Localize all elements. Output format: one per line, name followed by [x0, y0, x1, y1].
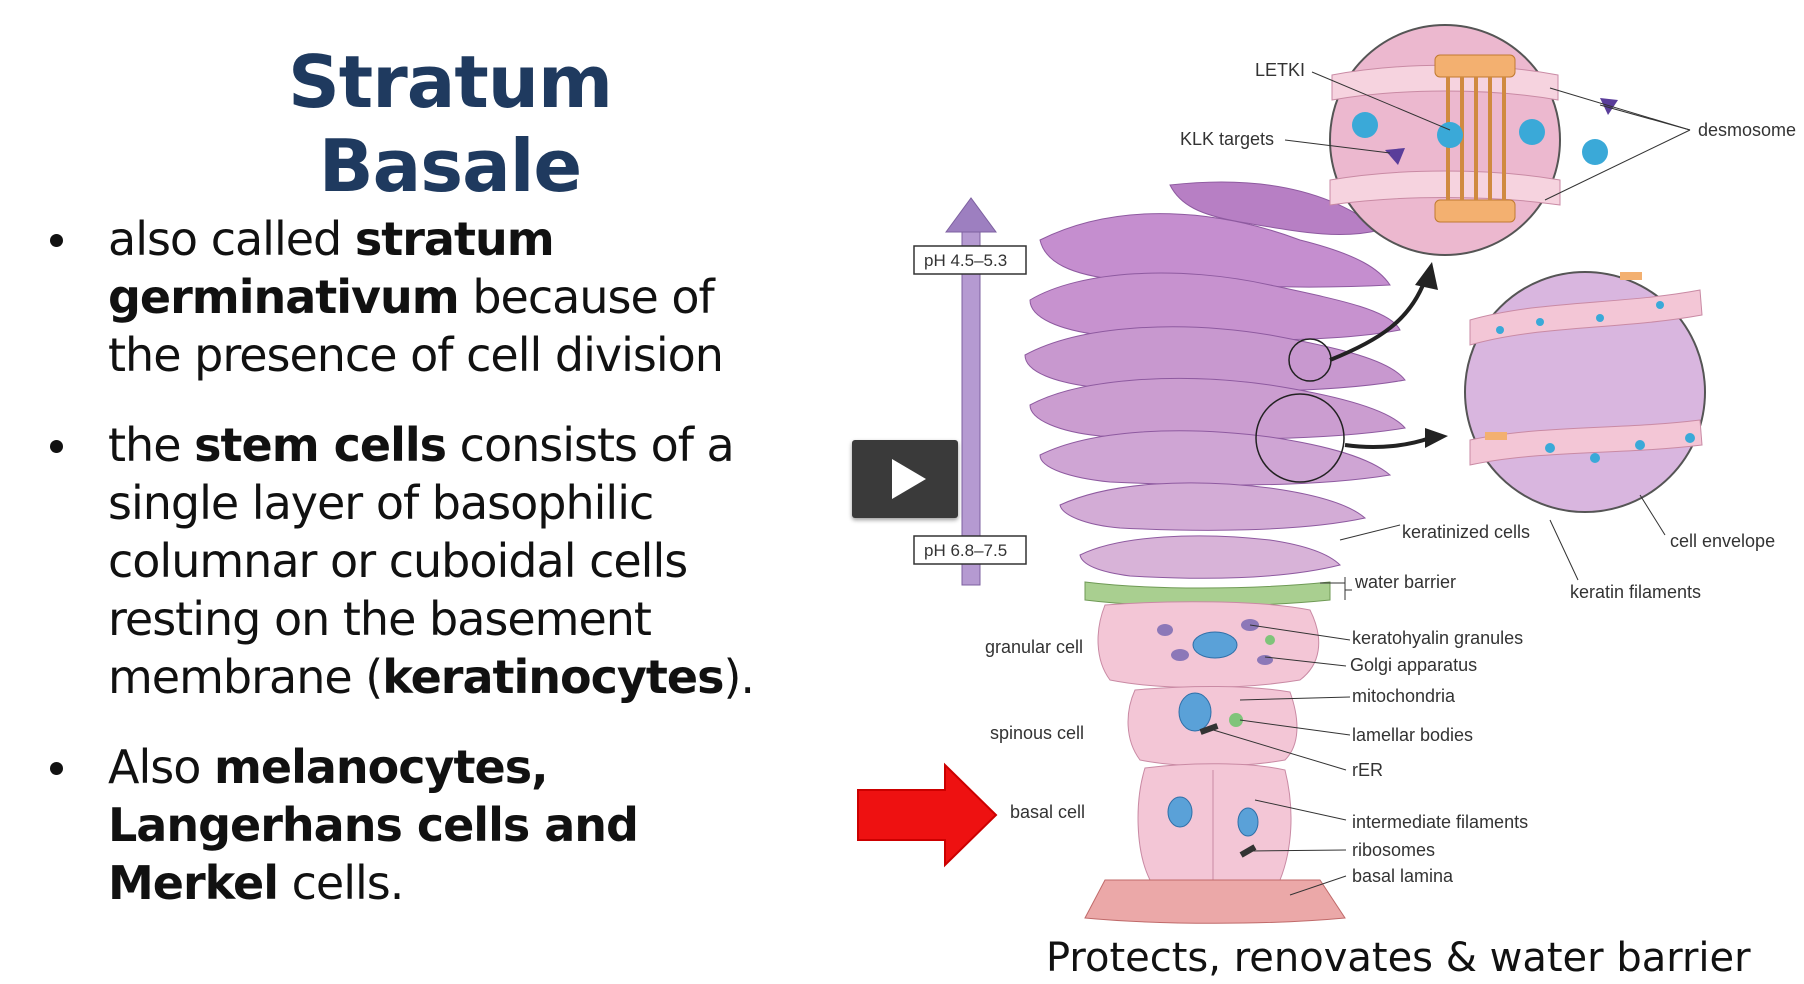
label-spinous-cell: spinous cell: [990, 723, 1084, 743]
label-keratohyalin-granules: keratohyalin granules: [1352, 628, 1523, 648]
cell-envelope-inset: [1464, 271, 1706, 513]
zoom-marker-large: [1255, 393, 1345, 483]
label-desmosome: desmosome: [1698, 120, 1796, 140]
ph-top-label: pH 4.5–5.3: [924, 251, 1007, 270]
label-rer: rER: [1352, 760, 1383, 780]
label-intermediate-filaments: intermediate filaments: [1352, 812, 1528, 832]
keratinized-layers: [1024, 181, 1406, 579]
label-keratin-filaments: keratin filaments: [1570, 582, 1701, 602]
ph-gradient-arrow: pH 4.5–5.3 pH 6.8–7.5: [913, 197, 1027, 586]
label-basal-cell: basal cell: [1010, 802, 1085, 822]
bullet-item: Also melanocytes, Langerhans cells and M…: [40, 738, 760, 912]
bullet-dot: [50, 762, 63, 775]
label-granular-cell: granular cell: [985, 637, 1083, 657]
bullet-dot: [50, 234, 63, 247]
label-lamellar-bodies: lamellar bodies: [1352, 725, 1473, 745]
bullet-item: also called stratum germinativum because…: [40, 210, 760, 384]
bullet-dot: [50, 440, 63, 453]
slide-title: Stratum Basale: [287, 40, 613, 208]
label-letki: LETKI: [1255, 60, 1305, 80]
label-klk-targets: KLK targets: [1180, 129, 1274, 149]
ph-bottom-label: pH 6.8–7.5: [924, 541, 1007, 560]
label-golgi: Golgi apparatus: [1350, 655, 1477, 675]
label-keratinized-cells: keratinized cells: [1402, 522, 1530, 542]
bullet-item: the stem cells consists of a single laye…: [40, 416, 760, 706]
label-cell-envelope: cell envelope: [1670, 531, 1775, 551]
play-icon: [892, 459, 926, 499]
desmosome-inset: [1329, 24, 1618, 256]
red-pointer-arrow-icon: [857, 762, 998, 868]
basal-cell: [1137, 763, 1292, 885]
label-water-barrier: water barrier: [1354, 572, 1456, 592]
video-play-button[interactable]: [852, 440, 958, 518]
bullet-list: also called stratum germinativum because…: [40, 210, 760, 944]
diagram-caption: Protects, renovates & water barrier: [1046, 935, 1751, 981]
label-mitochondria: mitochondria: [1352, 686, 1456, 706]
basal-lamina: [1084, 879, 1346, 924]
label-basal-lamina: basal lamina: [1352, 866, 1454, 886]
label-ribosomes: ribosomes: [1352, 840, 1435, 860]
